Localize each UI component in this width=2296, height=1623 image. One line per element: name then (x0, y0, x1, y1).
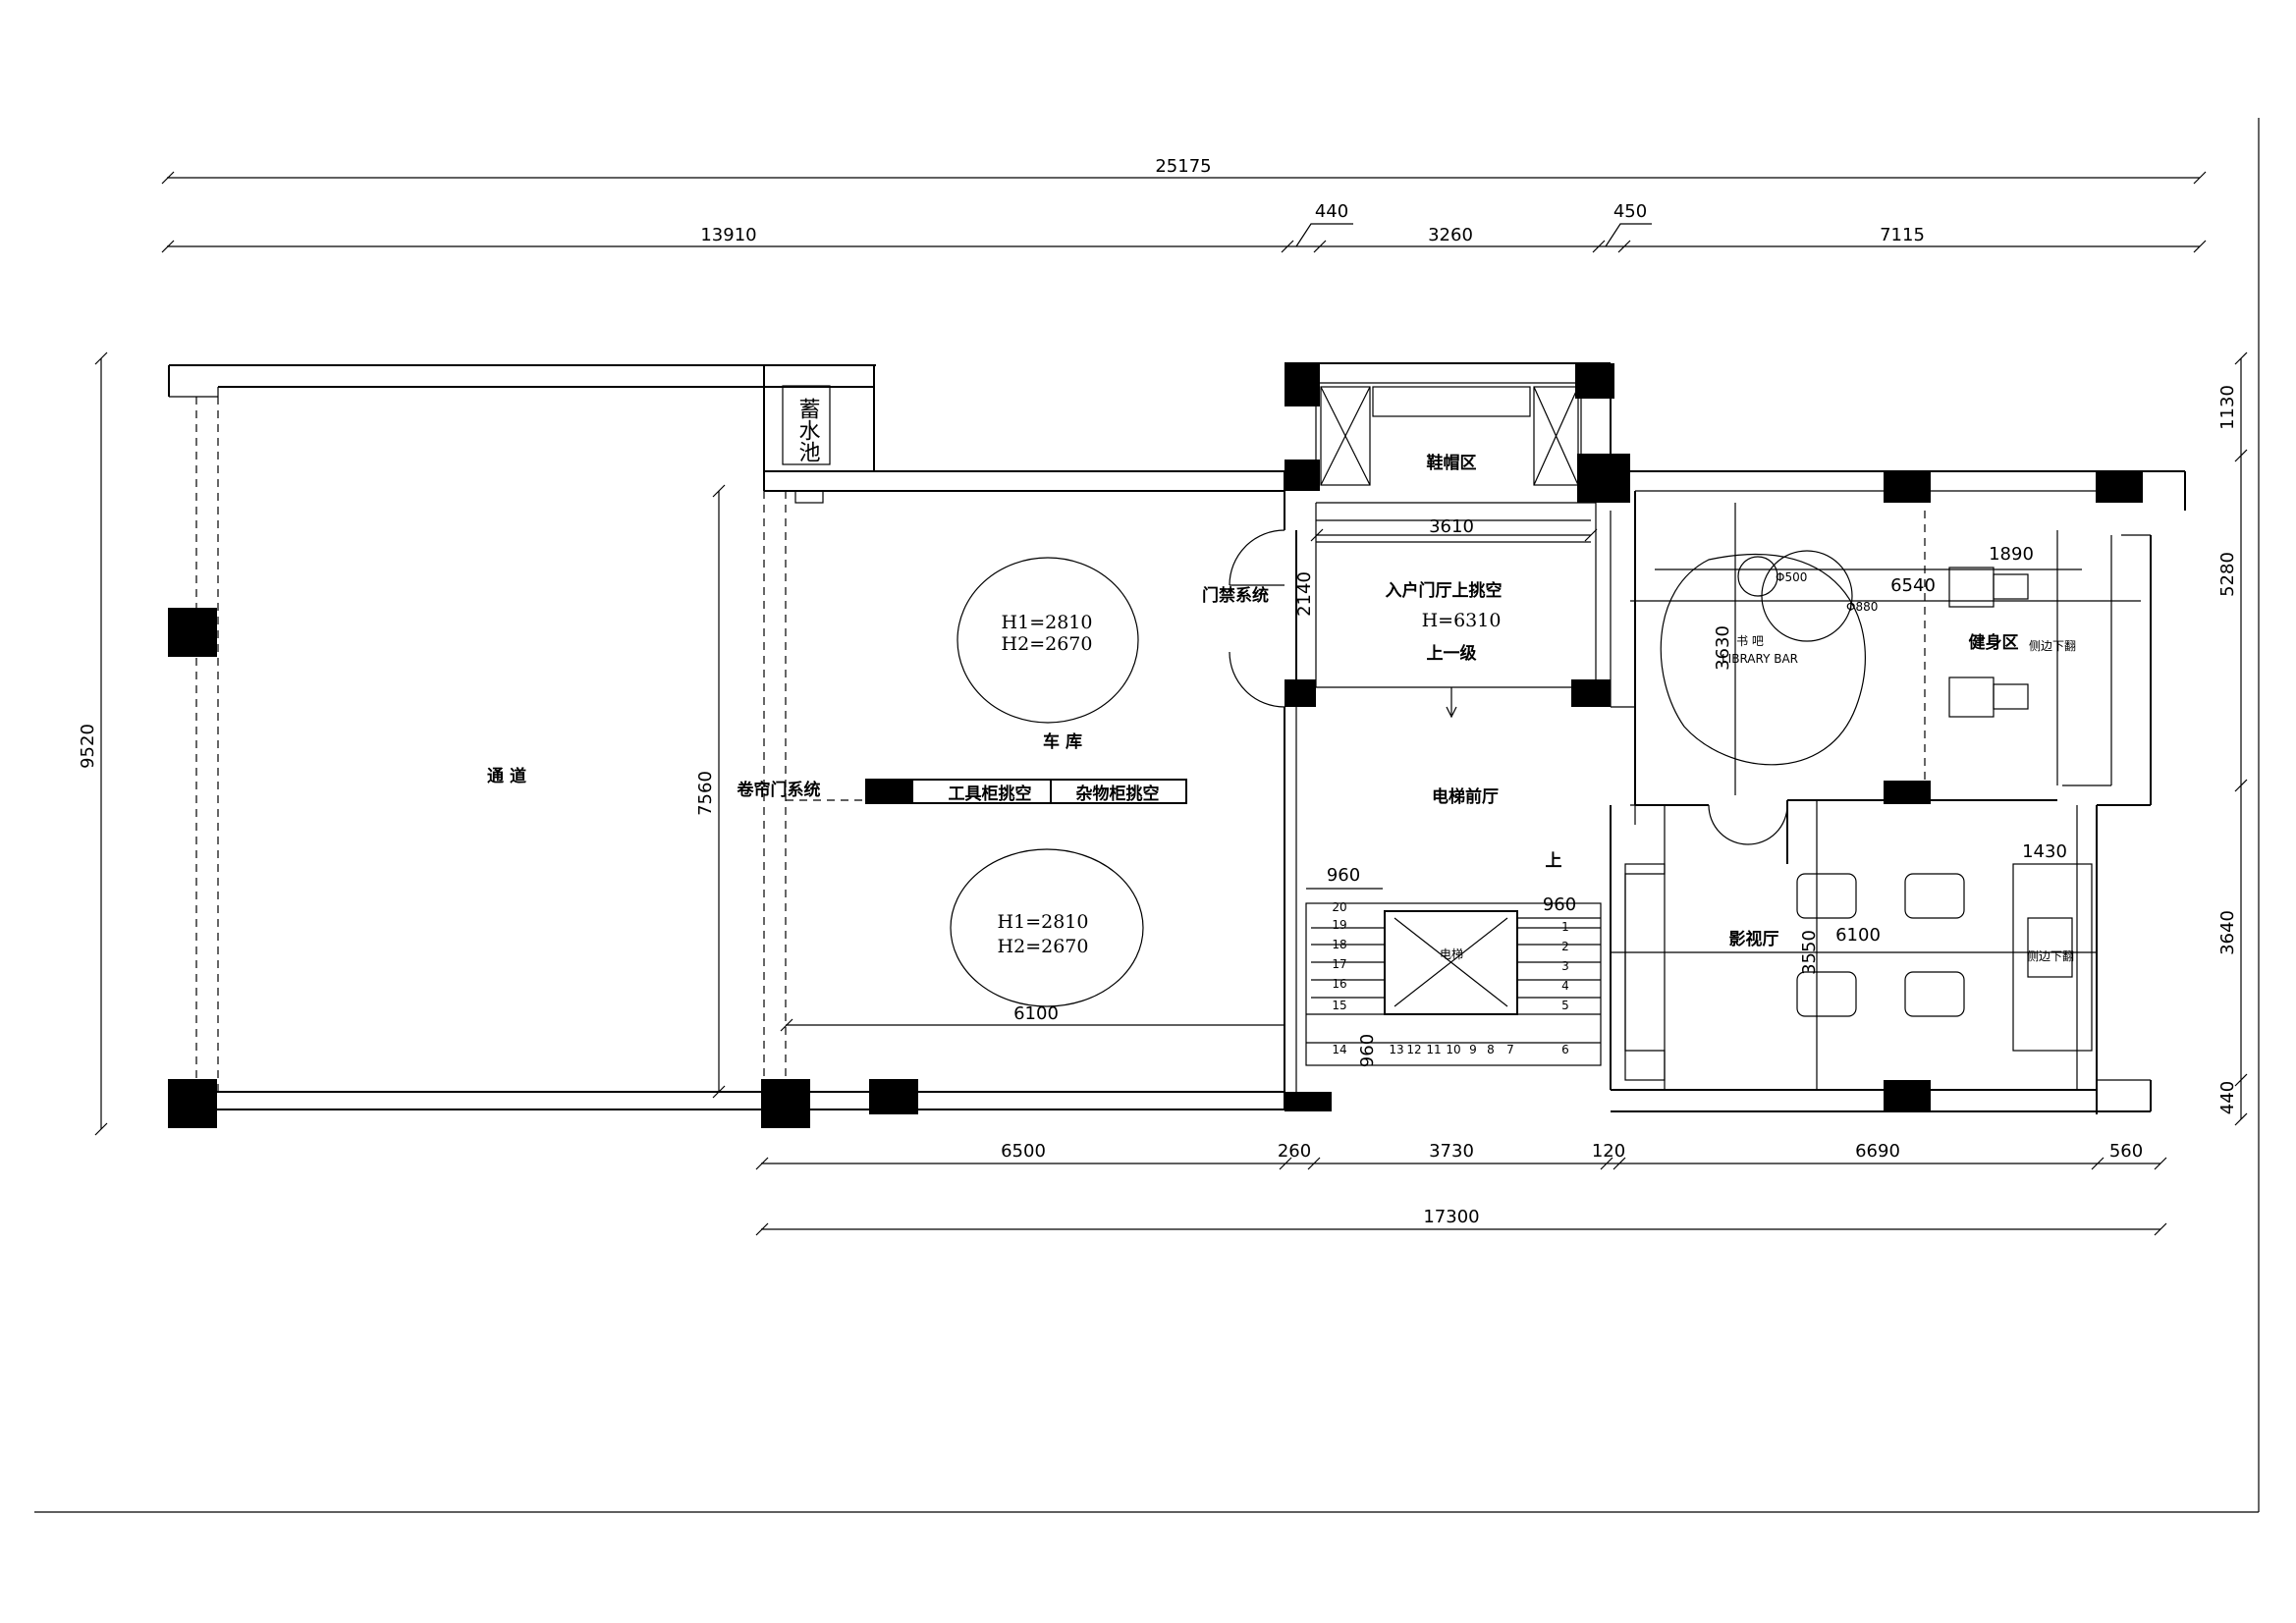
access-system-label: 门禁系统 (1202, 585, 1269, 606)
left-dimension-line (94, 352, 108, 1136)
structural-columns (168, 363, 2143, 1128)
step-10: 10 (1446, 1043, 1460, 1056)
step-3: 3 (1561, 959, 1569, 973)
step-up-arrow (1446, 687, 1457, 719)
bottom-dim-3: 3730 (1429, 1141, 1474, 1162)
step-20: 20 (1332, 900, 1346, 914)
step-9: 9 (1469, 1043, 1477, 1056)
entry-door (1229, 529, 1285, 708)
passage-label: 通 道 (487, 766, 526, 786)
garage-dim-lines (712, 484, 1285, 1099)
water-tank (763, 364, 875, 504)
step-1: 1 (1561, 920, 1569, 934)
garage-ceiling-ellipses (950, 557, 1144, 1007)
step-8: 8 (1487, 1043, 1495, 1056)
bottom-dim-6: 560 (2109, 1141, 2143, 1162)
step-16: 16 (1332, 977, 1346, 991)
right-dim-1: 1130 (2217, 385, 2238, 430)
entry-void-label: 入户门厅上挑空 (1386, 580, 1503, 601)
garage-label: 车 库 (1043, 731, 1082, 752)
bottom-dimension-lines (755, 1157, 2167, 1236)
step-13: 13 (1389, 1043, 1403, 1056)
top-dimension-lines (161, 171, 2207, 253)
step-4: 4 (1561, 979, 1569, 993)
cinema-note-label: 侧边下翻 (2027, 949, 2074, 963)
step-6: 6 (1561, 1043, 1569, 1056)
top-dim-1: 13910 (700, 225, 756, 245)
step-14: 14 (1332, 1043, 1346, 1056)
left-total-dim: 9520 (78, 724, 98, 769)
right-dim-2: 5280 (2217, 552, 2238, 597)
library-en-label: LIBRARY BAR (1722, 652, 1798, 666)
gym-note-label: 侧边下翻 (2029, 639, 2076, 653)
library-bar-shapes (1630, 503, 2141, 795)
shoe-cabinets (1320, 386, 1579, 486)
cinema-width-dim: 6100 (1835, 925, 1881, 946)
bar-dim: 3630 (1713, 625, 1733, 671)
shoe-area-label: 鞋帽区 (1427, 453, 1477, 473)
step-19: 19 (1332, 918, 1346, 932)
bottom-dim-4: 120 (1592, 1141, 1625, 1162)
bottom-dim-5: 6690 (1855, 1141, 1900, 1162)
ceiling-h2-lower: H2=2670 (998, 936, 1089, 957)
top-dim-2: 440 (1315, 201, 1348, 222)
rolling-door-label: 卷帘门系统 (737, 780, 821, 800)
ceiling-h1-lower: H1=2810 (998, 911, 1089, 933)
circle-500-dim: Φ500 (1776, 570, 1807, 584)
top-total-dim: 25175 (1155, 156, 1211, 177)
foyer-dims (1310, 519, 1598, 543)
exterior-walls (168, 362, 2186, 1114)
stair-side-dim: 960 (1357, 1034, 1378, 1067)
elevator-hall-label: 电梯前厅 (1432, 786, 1499, 807)
gym-equipment (1948, 567, 2029, 718)
top-dim-5: 7115 (1880, 225, 1925, 245)
foyer-height-dim: 2140 (1294, 571, 1315, 617)
passage-dashed-lines (195, 397, 864, 1110)
bottom-dim-2: 260 (1278, 1141, 1311, 1162)
step-12: 12 (1406, 1043, 1421, 1056)
gym-label: 健身区 (1969, 632, 2019, 653)
stair-up-label: 上 (1546, 851, 1562, 871)
ceiling-h2-upper: H2=2670 (1002, 633, 1093, 655)
entry-height-label: H=6310 (1422, 610, 1502, 631)
step-5: 5 (1561, 999, 1569, 1012)
garage-width-dim: 6100 (1013, 1003, 1059, 1024)
library-cn-label: 书 吧 (1736, 634, 1764, 648)
gym-width-dim: 1890 (1989, 544, 2034, 565)
garage-height-dim: 7560 (695, 771, 716, 816)
misc-cabinet-label: 杂物柜挑空 (1076, 784, 1160, 804)
step-2: 2 (1561, 940, 1569, 953)
bottom-total-dim: 17300 (1423, 1207, 1479, 1227)
step-7: 7 (1506, 1043, 1514, 1056)
tool-cabinet-label: 工具柜挑空 (949, 784, 1032, 804)
top-dim-4: 450 (1613, 201, 1647, 222)
step-15: 15 (1332, 999, 1346, 1012)
step-up-label: 上一级 (1427, 643, 1477, 664)
right-dim-4: 440 (2217, 1081, 2238, 1114)
right-dim-3: 3640 (2217, 910, 2238, 955)
elevator-label: 电梯 (1440, 947, 1463, 961)
foyer-width-dim: 3610 (1429, 516, 1474, 537)
stair-right-dim: 960 (1543, 894, 1576, 915)
step-17: 17 (1332, 957, 1346, 971)
cinema-label: 影视厅 (1729, 929, 1779, 949)
cinema-dim: 3550 (1799, 930, 1820, 975)
stair-top-dim: 960 (1327, 865, 1360, 886)
top-dim-3: 3260 (1428, 225, 1473, 245)
cabinet-bar (865, 779, 1187, 804)
drawing-frame (34, 118, 2260, 1513)
ceiling-h1-upper: H1=2810 (1002, 612, 1093, 633)
cinema-right-dim: 1430 (2022, 841, 2067, 862)
circle-880-dim: Φ880 (1846, 600, 1878, 614)
step-18: 18 (1332, 938, 1346, 951)
stairs-elevator (1305, 888, 1602, 1066)
bottom-dim-1: 6500 (1001, 1141, 1046, 1162)
water-tank-label: 蓄水池 (795, 398, 821, 462)
cinema-shapes (1611, 800, 2097, 1091)
step-11: 11 (1426, 1043, 1441, 1056)
gym-dim: 6540 (1890, 575, 1936, 596)
right-dimension-line (2234, 352, 2248, 1126)
